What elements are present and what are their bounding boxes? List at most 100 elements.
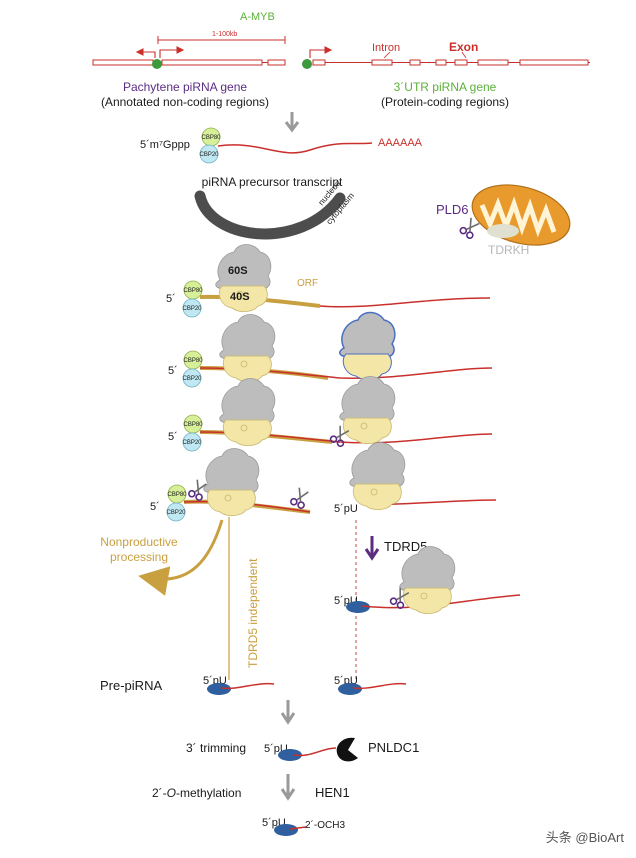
- row1-cbp20-label: CBP20: [182, 306, 202, 312]
- translation-row-1: 5´ CBP80 CBP20 60S 40S ORF: [166, 244, 491, 318]
- precursor-rna: [217, 142, 373, 154]
- row4-scissors-right-icon: [289, 486, 311, 510]
- utr-exon-2: [371, 59, 393, 66]
- tss-arrow-reverse: [135, 48, 156, 58]
- och3-label: 2´-OCH3: [305, 819, 345, 831]
- row3-ribosome-2: [339, 376, 396, 445]
- nonproductive-line1: Nonproductive: [100, 535, 178, 549]
- cap-binding-complex-top: CBP80 CBP20: [199, 127, 221, 164]
- trimming-pirna-blob: [278, 749, 302, 761]
- pachytene-title: Pachytene piRNA gene: [123, 80, 247, 94]
- row4-five-pu: 5´pU: [334, 503, 358, 515]
- row2-five-prime: 5´: [168, 365, 178, 377]
- hen1-label: HEN1: [315, 785, 350, 800]
- pre-pirna-right-rna: [353, 682, 407, 690]
- tss-arrow-left: [159, 46, 185, 58]
- small-subunit-label: 40S: [230, 291, 250, 303]
- row1-cbp20: [182, 298, 202, 318]
- row3-cbp20-label: CBP20: [182, 440, 202, 446]
- utr-exon-last: [519, 59, 589, 66]
- row1-five-prime: 5´: [166, 293, 176, 305]
- mature-pirna-blob: [274, 824, 298, 836]
- down-arrow-trimming: [280, 700, 296, 725]
- tdrkh-label: TDRKH: [488, 243, 529, 257]
- pachytene-subtitle: (Annotated non-coding regions): [101, 95, 269, 109]
- tdrkh-blob: [487, 224, 519, 238]
- cbp20-label: CBP20: [199, 152, 219, 158]
- utr-subtitle: (Protein-coding regions): [381, 95, 509, 109]
- down-arrow-methylation: [280, 774, 296, 801]
- row4-cbp80-label: CBP80: [167, 492, 187, 498]
- orf-label: ORF: [297, 278, 318, 289]
- amyb-label: A-MYB: [240, 11, 275, 23]
- utr-exon-6: [477, 59, 509, 66]
- nonproductive-line2: processing: [110, 550, 168, 564]
- mitochondrion: TDRKH PLD6: [436, 184, 571, 257]
- translation-row-2: 5´ CBP80 CBP20: [168, 311, 493, 388]
- methylation-o: O: [167, 786, 176, 800]
- row1-cbp80-label: CBP80: [183, 288, 203, 294]
- trimming-rna: [293, 747, 337, 757]
- large-subunit-label: 60S: [228, 265, 248, 277]
- translation-row-3: 5´ CBP80 CBP20: [168, 376, 493, 452]
- row2-cbp80-label: CBP80: [183, 358, 203, 364]
- tdrd5-pirna-blob: [346, 601, 370, 613]
- tdrd5-product-row: 5´pU: [334, 546, 521, 615]
- row2-ribosome: [219, 314, 276, 383]
- row2-cbp20: [182, 368, 202, 388]
- methylation-suffix: -methylation: [176, 786, 241, 800]
- pachytene-exon-left: [92, 59, 154, 66]
- utr-title: 3´UTR piRNA gene: [394, 80, 497, 94]
- row2-cbp20-label: CBP20: [182, 376, 202, 382]
- amyb-binding-site: [152, 59, 162, 69]
- tdrd5-independent-label: TDRD5 independent: [246, 558, 260, 668]
- pnldc1-pacman-icon: [336, 737, 358, 762]
- exon-pointer: [461, 51, 467, 59]
- utr-exon-1: [312, 59, 326, 66]
- row3-cbp80-label: CBP80: [183, 422, 203, 428]
- utr-exon-4: [435, 59, 447, 66]
- mito-cristae: [479, 196, 557, 238]
- row1-rna: [319, 297, 491, 308]
- nonproductive-arrow: [138, 519, 224, 596]
- trimming-label: 3´ trimming: [186, 741, 246, 755]
- amyb-binding-site-utr: [302, 59, 312, 69]
- translation-row-4: 5´ CBP80 CBP20 5´pU: [150, 442, 497, 522]
- pachytene-gene-locus: 1-100kb A-MYB: [92, 11, 286, 69]
- pachytene-exon-right: [267, 59, 286, 66]
- row2-ribosome-outlined: [339, 311, 396, 381]
- utr-exon-3: [409, 59, 421, 66]
- tdrd5-arrow: [364, 536, 380, 561]
- methylation-label: 2´-O-methylation: [152, 786, 241, 800]
- pre-pirna-left-rna: [221, 682, 275, 690]
- row3-five-prime: 5´: [168, 431, 178, 443]
- distance-label: 1-100kb: [212, 31, 237, 38]
- nuclear-envelope: [194, 190, 346, 240]
- pnldc1-label: PNLDC1: [368, 740, 419, 755]
- methylation-prefix: 2´-: [152, 786, 167, 800]
- tdrd5-ribosome: [399, 546, 456, 615]
- mature-rna: [289, 826, 307, 830]
- row4-cbp20-label: CBP20: [166, 510, 186, 516]
- pre-pirna-right-blob: [338, 683, 362, 695]
- row4-cbp20: [166, 502, 186, 522]
- exon-label: Exon: [449, 40, 478, 54]
- precursor-label: piRNA precursor transcript: [202, 175, 343, 189]
- pre-pirna-left: 5´pU: [203, 675, 275, 695]
- intron-pointer: [383, 51, 391, 59]
- row3-ribosome: [219, 378, 276, 447]
- tss-arrow-right: [309, 46, 333, 58]
- pachytene-exon-mid: [161, 59, 263, 66]
- row4-ribosome: [203, 448, 260, 517]
- row4-five-prime: 5´: [150, 501, 160, 513]
- down-arrow-1: [284, 112, 300, 133]
- polya-label: AAAAAA: [378, 137, 423, 149]
- tdrd5-label: TDRD5: [384, 539, 427, 554]
- cbp20-blob: [199, 144, 219, 164]
- pld6-label: PLD6: [436, 202, 469, 217]
- pre-pirna-label: Pre-piRNA: [100, 678, 162, 693]
- pre-pirna-left-blob: [207, 683, 231, 695]
- cap-label: 5´m⁷Gppp: [140, 139, 190, 151]
